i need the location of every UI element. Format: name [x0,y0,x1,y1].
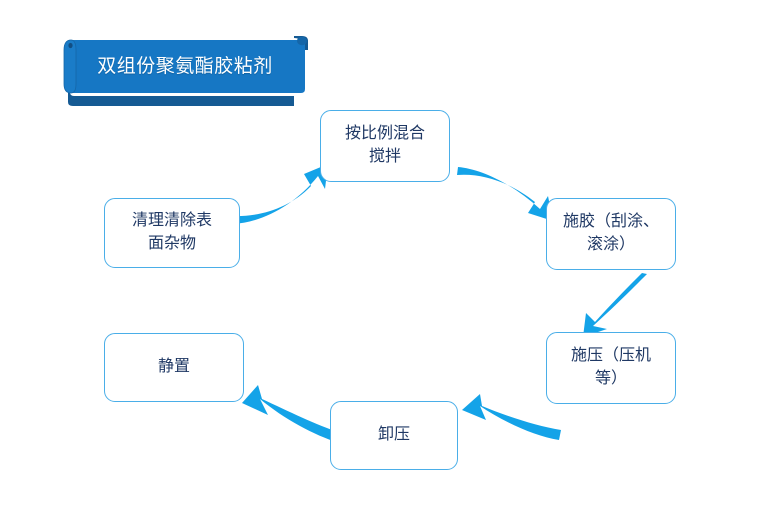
node-mix-line2: 搅拌 [368,148,401,165]
banner-bottom-curl [68,92,294,106]
arrow-shape [242,385,341,443]
arrow-shape [233,164,328,224]
arrow-release-to-rest [242,385,341,443]
node-press-line2: 等） [594,370,627,387]
arrow-shape [462,394,561,440]
node-apply-line2: 滚涂） [586,236,635,253]
arrow-shape [457,167,553,221]
node-press[interactable]: 施压（压机 等） [546,332,676,404]
node-mix[interactable]: 按比例混合 搅拌 [320,110,450,182]
arrow-shape [583,273,647,337]
node-clean-line1: 清理清除表 [131,212,212,230]
arrow-press-to-release [462,394,561,440]
node-apply-line1: 施胶（刮涂、 [562,213,659,231]
node-release[interactable]: 卸压 [330,401,458,470]
banner-left-roll-cap [68,42,73,49]
node-release-line1: 卸压 [377,426,410,444]
banner-right-roll-cap [297,36,307,46]
banner-left-roll [63,39,77,94]
node-clean[interactable]: 清理清除表 面杂物 [104,198,240,268]
banner-body [69,40,305,93]
banner-title-text: 双组份聚氨酯胶粘剂 [97,55,273,77]
node-mix-line1: 按比例混合 [344,125,425,143]
node-clean-line2: 面杂物 [147,235,196,252]
node-press-line1: 施压（压机 [570,347,651,365]
banner-shape [63,36,308,106]
node-rest[interactable]: 静置 [104,333,244,402]
title-banner: 双组份聚氨酯胶粘剂 [62,36,308,106]
node-apply[interactable]: 施胶（刮涂、 滚涂） [546,198,676,270]
node-rest-line1: 静置 [157,358,190,376]
